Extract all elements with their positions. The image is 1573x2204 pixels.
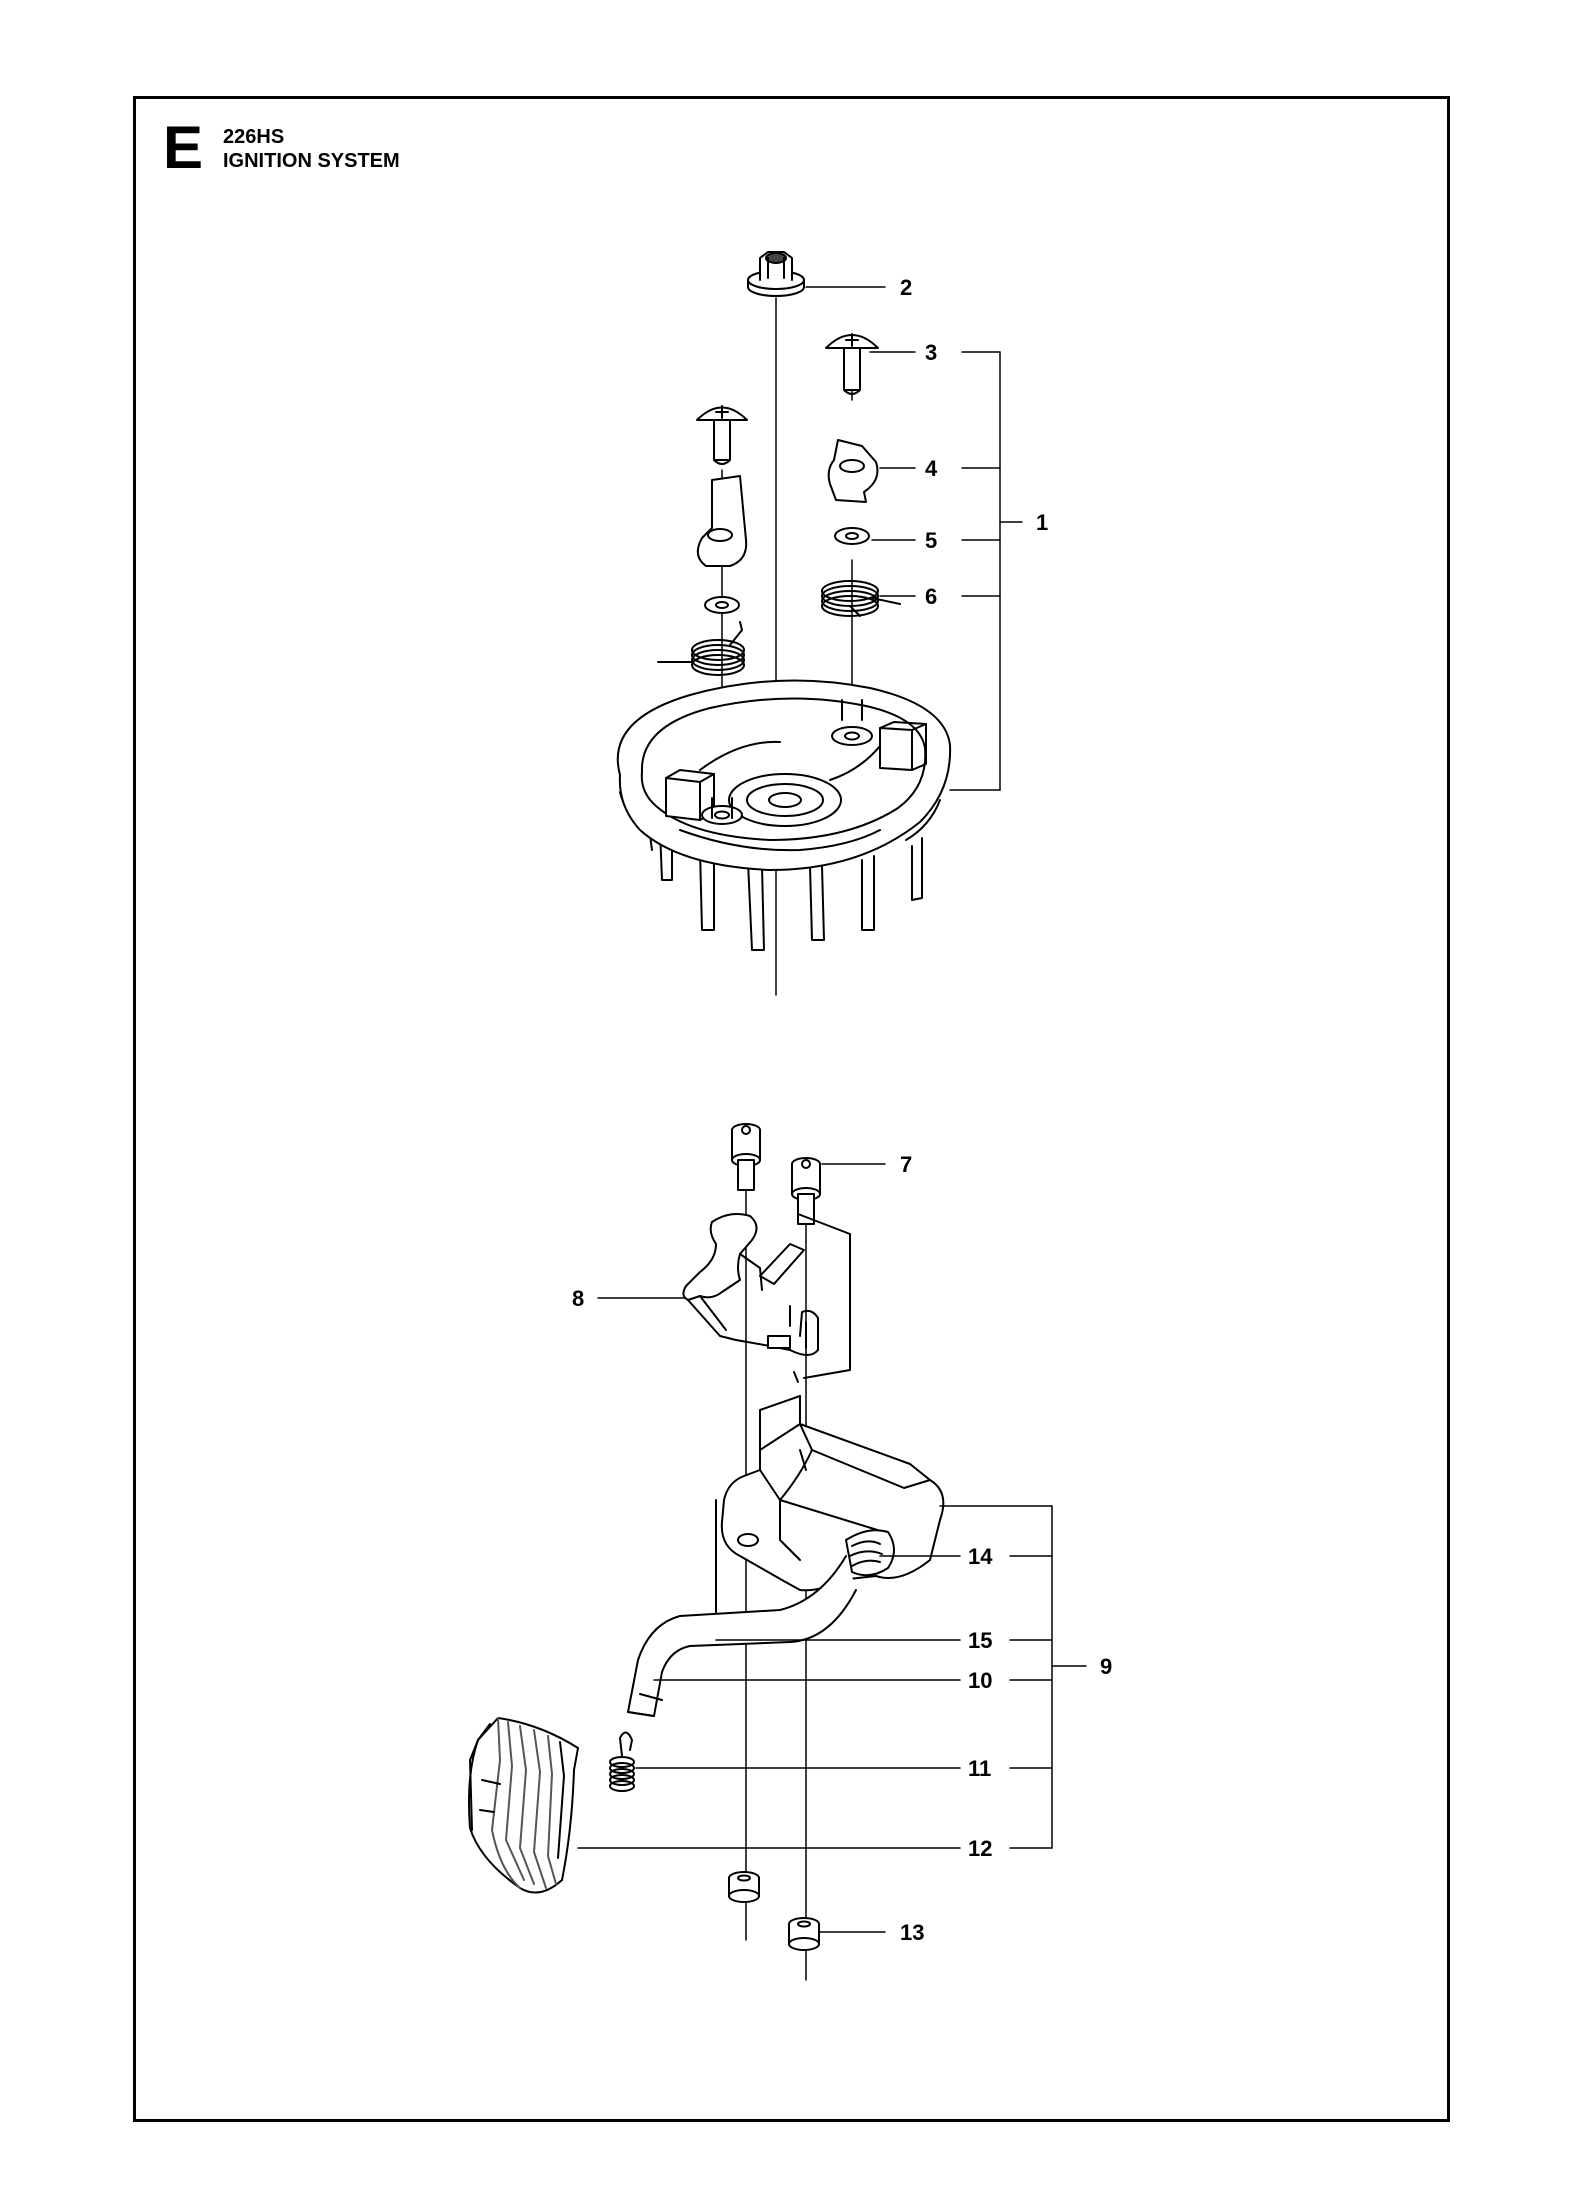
callout-6: 6 (925, 584, 937, 609)
right-pawl-stack (821, 333, 901, 721)
callout-3: 3 (925, 340, 937, 365)
spark-plug-spring-part (609, 1731, 635, 1792)
lower-callout-leaders (577, 1163, 1087, 1933)
flywheel-part (616, 679, 952, 951)
callout-15: 15 (968, 1628, 992, 1653)
ignition-cable-part (627, 1555, 857, 1717)
left-spring (657, 621, 745, 676)
section-letter: E (163, 114, 204, 181)
callout-7: 7 (900, 1152, 912, 1177)
flange-nut-part (747, 251, 805, 297)
callout-13: 13 (900, 1920, 924, 1945)
callout-4: 4 (925, 456, 938, 481)
callout-10: 10 (968, 1668, 992, 1693)
ignition-assembly (468, 1123, 945, 1981)
callout-14: 14 (968, 1544, 993, 1569)
page-frame (133, 96, 1450, 2122)
left-pawl-stack (657, 405, 748, 731)
spacer-left (728, 1871, 760, 1903)
right-spring (821, 580, 901, 617)
screw-right (791, 1157, 821, 1225)
callout-2: 2 (900, 275, 912, 300)
callout-1: 1 (1036, 510, 1048, 535)
flywheel-assembly (616, 251, 952, 996)
spark-plug-cap-part (468, 1717, 579, 1894)
model-label: 226HS (223, 126, 285, 148)
ignition-module-part (715, 1395, 945, 1641)
screw-left (731, 1123, 761, 1191)
short-circuit-cable-part (682, 1213, 851, 1383)
page-title: IGNITION SYSTEM (223, 150, 400, 172)
upper-callout-leaders (805, 286, 1023, 791)
callout-5: 5 (925, 528, 937, 553)
callout-12: 12 (968, 1836, 992, 1861)
callout-11: 11 (968, 1756, 991, 1781)
callout-9: 9 (1100, 1654, 1112, 1679)
callout-8: 8 (572, 1286, 584, 1311)
spacer-right (788, 1917, 820, 1951)
